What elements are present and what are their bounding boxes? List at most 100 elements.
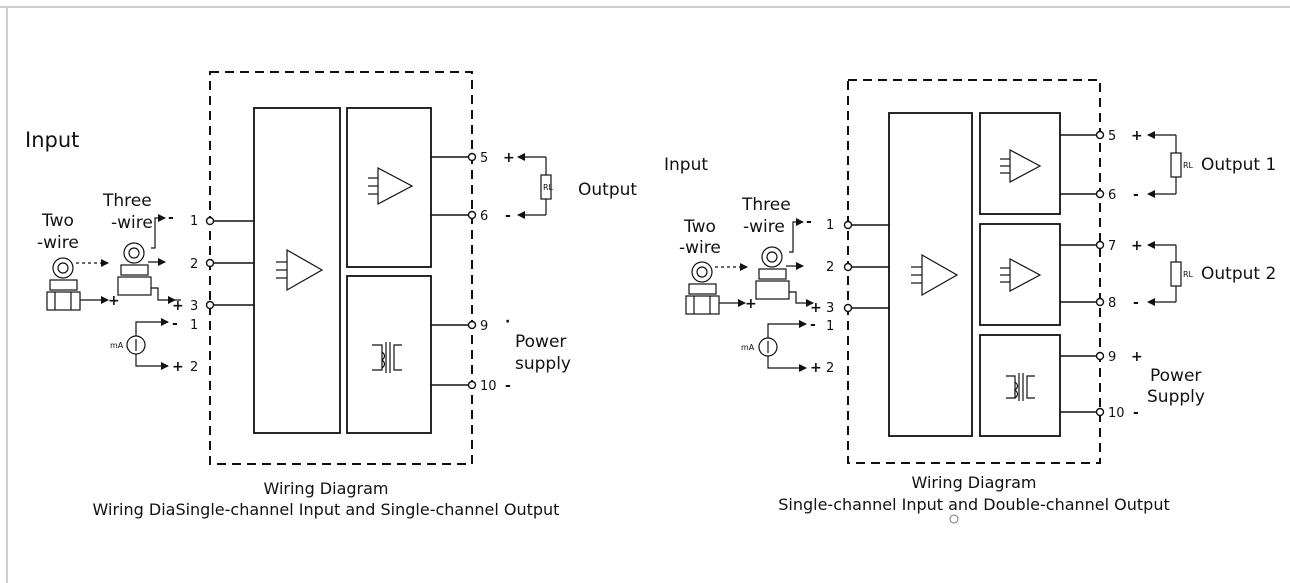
left-two-wire-plus: + — [108, 293, 120, 309]
right-terminal-6 — [1095, 189, 1105, 199]
left-three-wire-2: -wire — [111, 213, 153, 233]
right-cur-2-sign: + — [810, 360, 822, 376]
left-ma-label: mA — [110, 341, 124, 350]
right-output2-module — [979, 223, 1061, 326]
left-transformer-icon — [372, 342, 402, 373]
left-two-wire-transmitter-icon — [46, 257, 81, 311]
left-terminal-1 — [205, 216, 215, 226]
right-cur-1-sign: - — [810, 317, 816, 333]
left-cur-2-label: 2 — [190, 360, 198, 375]
right-out1-minus: - — [1133, 187, 1139, 203]
left-out-minus: - — [505, 208, 511, 224]
left-term-10-label: 10 — [480, 379, 497, 394]
left-output-label: Output — [578, 180, 637, 200]
right-in-3-label: 3 — [826, 301, 834, 316]
right-pwr-minus: - — [1133, 405, 1139, 421]
left-pwr-minus: - — [505, 378, 511, 394]
right-power-label-1: Power — [1150, 366, 1201, 386]
right-out2-minus: - — [1133, 295, 1139, 311]
right-two-wire-1: Two — [683, 217, 716, 237]
left-power-label-1: Power — [515, 332, 566, 352]
right-output2-label: Output 2 — [1201, 264, 1276, 284]
right-rl1-label: RL — [1183, 161, 1194, 170]
left-power-module — [346, 275, 432, 434]
left-three-wire-transmitter-icon — [117, 242, 152, 296]
right-in-2-label: 2 — [826, 260, 834, 275]
right-ma-label: mA — [741, 343, 755, 352]
left-in-3-label: 3 — [190, 299, 198, 314]
left-rl-label: RL — [543, 183, 554, 192]
right-wiring-diagram: 5 6 7 8 9 10 + - + - + - RL Output 1 RL … — [664, 79, 1276, 524]
right-cur-2-label: 2 — [826, 361, 834, 376]
left-term-6-label: 6 — [480, 209, 488, 224]
right-terminal-7 — [1095, 240, 1105, 250]
right-terminal-9 — [1095, 351, 1105, 361]
left-ma-source-icon — [126, 335, 146, 355]
left-wiring-diagram: 5 6 9 10 + - - · RL Output Power supply … — [25, 71, 637, 519]
right-output2-amplifier-icon — [1000, 258, 1042, 292]
right-term-6-label: 6 — [1108, 188, 1116, 203]
right-terminal-2 — [843, 262, 853, 272]
right-input-label: Input — [664, 155, 708, 175]
right-term-5-label: 5 — [1108, 129, 1116, 144]
left-cur-1-label: 1 — [190, 318, 198, 333]
left-in-2-label: 2 — [190, 257, 198, 272]
right-two-wire-2: -wire — [679, 238, 721, 258]
right-output1-label: Output 1 — [1201, 155, 1276, 175]
right-in-1-sign: - — [806, 214, 812, 230]
left-cur-1-sign: - — [172, 316, 178, 332]
right-power-label-2: Supply — [1147, 387, 1205, 407]
right-transformer-icon — [1006, 373, 1035, 401]
left-terminal-6 — [467, 210, 477, 220]
left-in-3-sign: + — [172, 298, 184, 314]
left-input-amplifier-icon — [276, 248, 324, 292]
left-terminal-5 — [467, 152, 477, 162]
left-enclosure-dashed — [209, 71, 473, 465]
left-input-label: Input — [25, 128, 79, 152]
left-caption-line1: Wiring Diagram — [263, 479, 388, 498]
right-terminal-10 — [1095, 407, 1105, 417]
right-term-7-label: 7 — [1108, 239, 1116, 254]
right-in-3-sign: + — [810, 300, 822, 316]
right-two-wire-plus: + — [745, 296, 757, 312]
left-pwr-dot: · — [505, 314, 510, 330]
left-terminal-9 — [467, 320, 477, 330]
left-in-1-label: 1 — [190, 214, 198, 229]
left-terminal-10 — [467, 380, 477, 390]
left-cur-2-sign: + — [172, 359, 184, 375]
right-input-amplifier-icon — [911, 253, 959, 297]
right-input-module — [888, 112, 973, 437]
right-term-10-label: 10 — [1108, 406, 1125, 421]
right-three-wire-1: Three — [741, 195, 791, 215]
right-terminal-3 — [843, 303, 853, 313]
right-out2-plus: + — [1131, 238, 1143, 254]
right-three-wire-transmitter-icon — [755, 246, 790, 300]
right-caption-line1: Wiring Diagram — [911, 473, 1036, 492]
left-caption-line2: Wiring DiaSingle-channel Input and Singl… — [93, 500, 560, 519]
cursor-ring-marker — [949, 514, 959, 524]
left-power-label-2: supply — [515, 354, 571, 374]
right-terminal-8 — [1095, 297, 1105, 307]
left-three-wire-1: Three — [102, 191, 152, 211]
left-output-amplifier-icon — [368, 167, 414, 205]
right-output1-amplifier-icon — [1000, 149, 1042, 183]
left-in-1-sign: - — [168, 210, 174, 226]
right-output1-module — [979, 112, 1061, 215]
left-terminal-2 — [205, 258, 215, 268]
left-term-5-label: 5 — [480, 151, 488, 166]
left-out-plus: + — [503, 150, 515, 166]
right-load-resistor-2 — [1170, 261, 1182, 287]
left-two-wire-2: -wire — [37, 233, 79, 253]
left-two-wire-1: Two — [41, 211, 74, 231]
right-ma-source-icon — [758, 337, 778, 357]
right-load-resistor-1 — [1170, 152, 1182, 178]
right-rl2-label: RL — [1183, 270, 1194, 279]
right-in-1-label: 1 — [826, 218, 834, 233]
left-output-module — [346, 107, 432, 268]
right-out1-plus: + — [1131, 128, 1143, 144]
right-enclosure-dashed — [847, 79, 1101, 464]
right-power-module — [979, 334, 1061, 437]
right-term-8-label: 8 — [1108, 296, 1116, 311]
right-term-9-label: 9 — [1108, 350, 1116, 365]
